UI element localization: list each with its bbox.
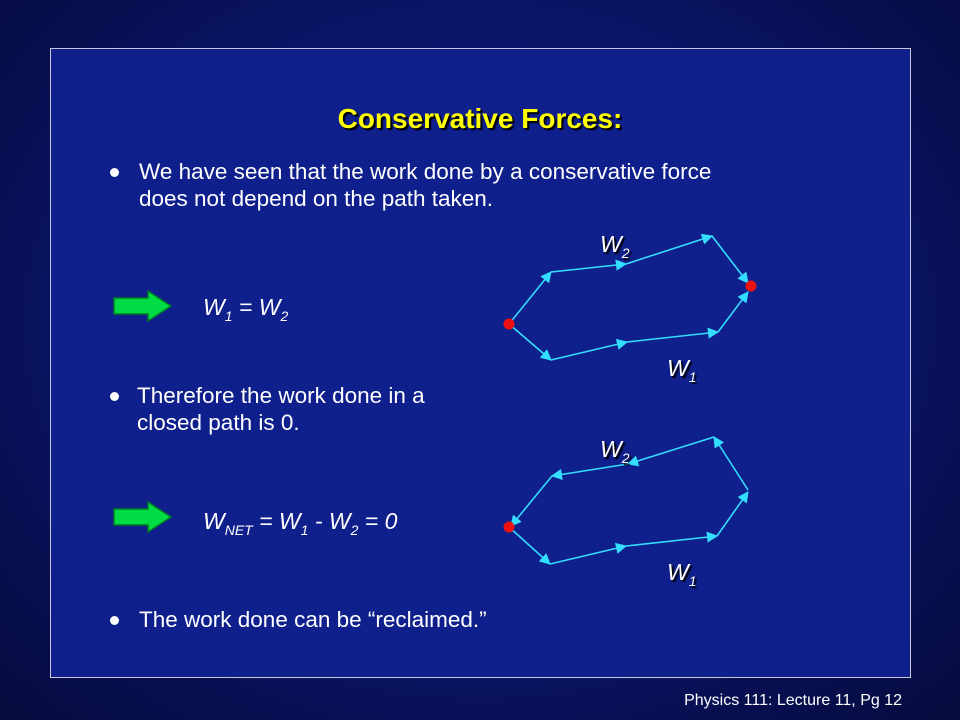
- end-point: [745, 280, 757, 292]
- bullet-dot-icon: [110, 392, 119, 401]
- bottom-path-w2: [510, 436, 749, 527]
- bullet-1: We have seen that the work done by a con…: [139, 158, 711, 212]
- right-arrow-icon: [113, 289, 173, 323]
- slide-title: Conservative Forces:: [337, 103, 623, 134]
- closed-path-point: [503, 521, 515, 533]
- bullet-2: Therefore the work done in a closed path…: [137, 382, 425, 436]
- top-path-w2: [508, 233, 749, 325]
- equation-wnet-zero: WNET = W1 - W2 = 0: [203, 508, 398, 538]
- bullet-2-line1: Therefore the work done in a: [137, 383, 425, 408]
- bullet-1-line2: does not depend on the path taken.: [139, 186, 494, 211]
- label-top-w2: W2: [600, 231, 630, 261]
- label-bottom-w1: W1: [667, 559, 697, 589]
- right-arrow-icon: [113, 500, 173, 534]
- start-point: [503, 318, 515, 330]
- top-path-w1: [508, 291, 749, 361]
- bullet-3-line1: The work done can be “reclaimed.”: [139, 607, 487, 632]
- label-top-w1: W1: [667, 355, 697, 385]
- bullet-1-line1: We have seen that the work done by a con…: [139, 159, 712, 184]
- bullet-2-line2: closed path is 0.: [137, 410, 300, 435]
- footer-page-info: Physics 111: Lecture 11, Pg 12: [684, 692, 902, 709]
- bullet-dot-icon: [110, 616, 119, 625]
- bullet-dot-icon: [110, 168, 119, 177]
- label-bottom-w2: W2: [600, 436, 630, 466]
- slide-frame: [50, 48, 911, 678]
- bottom-path-w1: [508, 491, 749, 565]
- equation-w1-equals-w2: W1 = W2: [203, 294, 289, 324]
- bullet-3: The work done can be “reclaimed.”: [139, 606, 487, 633]
